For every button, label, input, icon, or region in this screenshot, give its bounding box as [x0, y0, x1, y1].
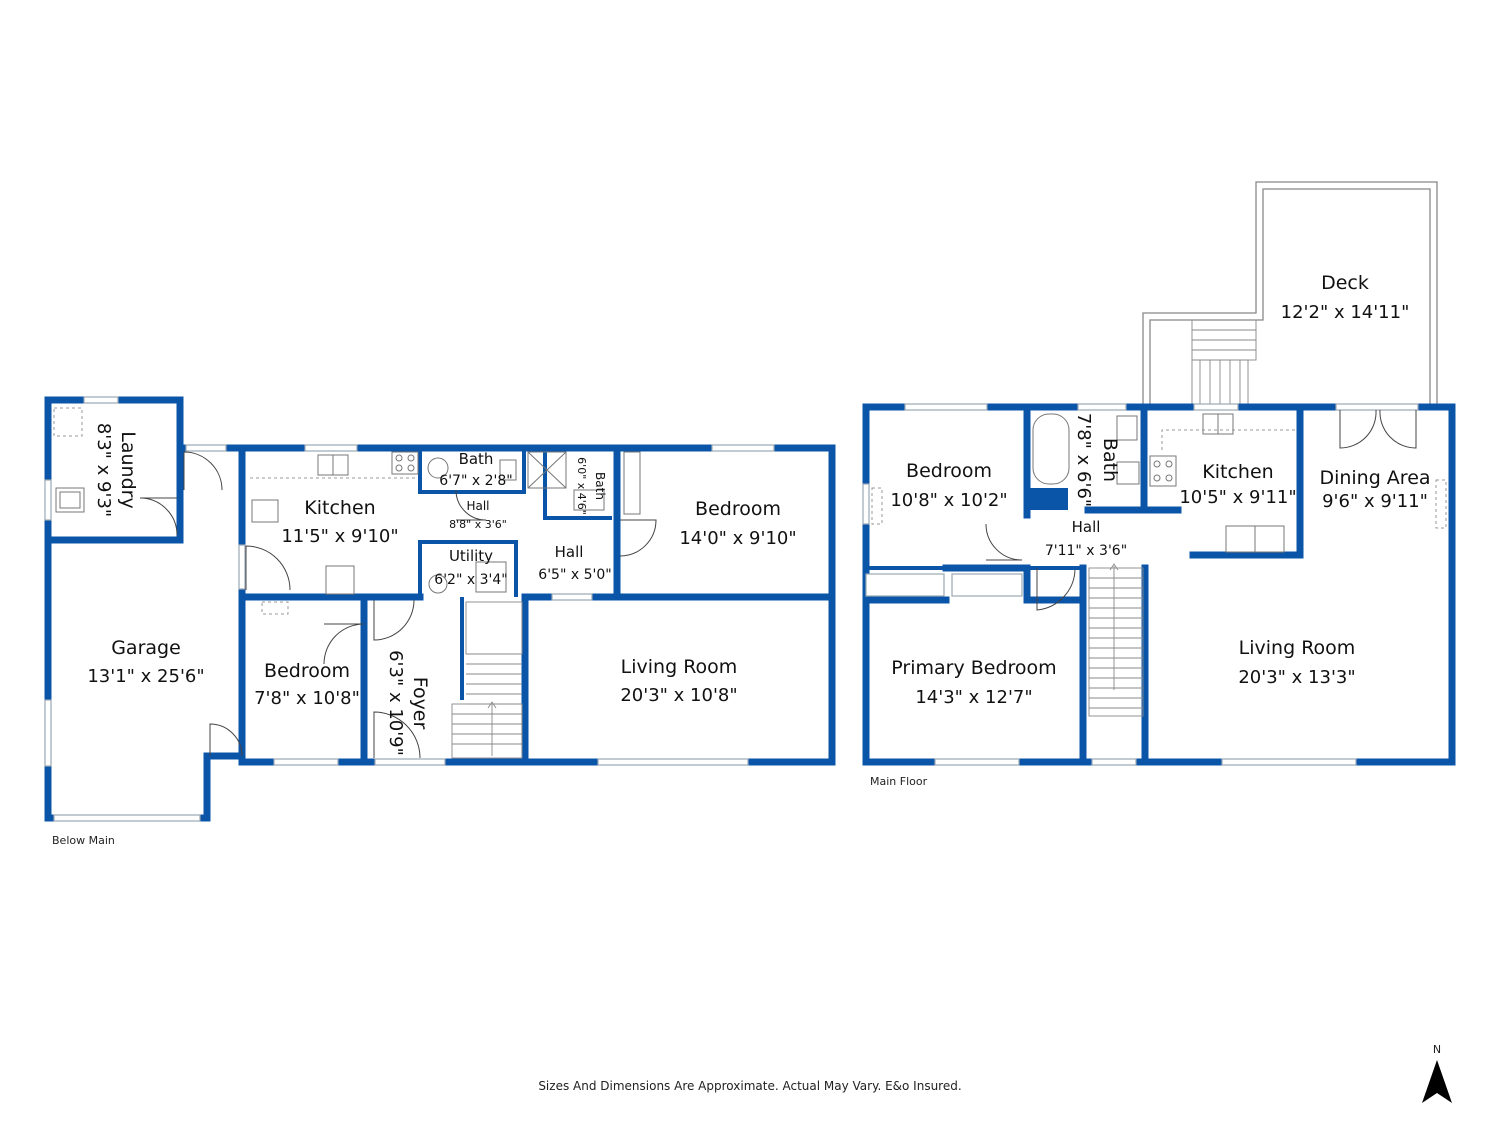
below-doors	[139, 451, 657, 759]
deck-name: Deck	[1321, 272, 1369, 294]
bedroom-main-name: Bedroom	[906, 460, 992, 482]
room-label-kitchen-below: Kitchen 11'5" x 9'10"	[281, 497, 398, 547]
room-label-dining: Dining Area 9'6" x 9'11"	[1319, 467, 1430, 512]
room-label-laundry: Laundry 8'3" x 9'3"	[93, 423, 139, 517]
laundry-name: Laundry	[117, 431, 139, 508]
main-windows	[862, 403, 1419, 766]
bath1-name: Bath	[459, 450, 494, 468]
living-below-dims: 20'3" x 10'8"	[620, 685, 737, 706]
garage-dims: 13'1" x 25'6"	[87, 666, 204, 687]
room-label-bedroom2-below: Bedroom 7'8" x 10'8"	[254, 660, 360, 709]
disclaimer-text: Sizes And Dimensions Are Approximate. Ac…	[538, 1079, 961, 1093]
room-label-bedroom1-below: Bedroom 14'0" x 9'10"	[679, 498, 796, 549]
foyer-name: Foyer	[409, 677, 431, 730]
below-main-walls	[238, 444, 836, 766]
kitchen-main-dims: 10'5" x 9'11"	[1179, 487, 1296, 508]
bedroom1-below-name: Bedroom	[695, 498, 781, 520]
garage-walls	[44, 396, 246, 822]
compass-label: N	[1433, 1043, 1441, 1056]
main-doors	[985, 409, 1417, 611]
bedroom-main-dims: 10'8" x 10'2"	[890, 490, 1007, 511]
dining-dims: 9'6" x 9'11"	[1322, 491, 1428, 512]
garage-name: Garage	[111, 637, 181, 659]
hall2-name: Hall	[555, 543, 584, 561]
room-label-hall1: Hall 8'8" x 3'6"	[449, 499, 507, 531]
kitchen-below-dims: 11'5" x 9'10"	[281, 526, 398, 547]
kitchen-main-name: Kitchen	[1202, 461, 1273, 483]
below-fixtures	[53, 407, 641, 615]
below-main-floor: Laundry 8'3" x 9'3" Garage 13'1" x 25'6"…	[44, 396, 836, 847]
main-floor: Deck 12'2" x 14'11" Bedroom 10'8" x 10'2…	[862, 181, 1456, 788]
room-label-bath1: Bath 6'7" x 2'8"	[439, 450, 512, 489]
room-label-garage: Garage 13'1" x 25'6"	[87, 637, 204, 687]
main-fixtures	[871, 413, 1447, 553]
below-main-label: Below Main	[52, 834, 115, 847]
kitchen-below-name: Kitchen	[304, 497, 375, 519]
room-label-kitchen-main: Kitchen 10'5" x 9'11"	[1179, 461, 1296, 508]
north-arrow-icon: N	[1422, 1043, 1452, 1103]
laundry-dims: 8'3" x 9'3"	[93, 423, 114, 517]
room-label-primary-bedroom: Primary Bedroom 14'3" x 12'7"	[891, 657, 1056, 708]
bath2-name: Bath	[593, 472, 607, 500]
room-label-bath-main: Bath 7'8" x 6'6"	[1073, 413, 1121, 507]
living-main-dims: 20'3" x 13'3"	[1238, 667, 1355, 688]
below-windows	[44, 396, 775, 822]
hall1-name: Hall	[466, 499, 489, 513]
primary-bedroom-name: Primary Bedroom	[891, 657, 1056, 679]
below-stairs	[451, 601, 523, 759]
room-label-hall2: Hall 6'5" x 5'0"	[538, 543, 611, 583]
main-floor-walls	[862, 403, 1456, 766]
living-main-name: Living Room	[1239, 637, 1356, 659]
deck-outline	[1142, 181, 1438, 406]
room-label-living-below: Living Room 20'3" x 10'8"	[620, 656, 737, 706]
room-label-living-main: Living Room 20'3" x 13'3"	[1238, 637, 1355, 688]
living-below-name: Living Room	[621, 656, 738, 678]
bedroom1-below-dims: 14'0" x 9'10"	[679, 528, 796, 549]
room-label-hall-main: Hall 7'11" x 3'6"	[1045, 518, 1127, 559]
room-label-foyer: Foyer 6'3" x 10'9"	[385, 650, 431, 756]
utility-name: Utility	[449, 547, 493, 565]
bedroom2-below-dims: 7'8" x 10'8"	[254, 688, 360, 709]
hall1-dims: 8'8" x 3'6"	[449, 518, 507, 531]
room-label-bedroom-main: Bedroom 10'8" x 10'2"	[890, 460, 1007, 511]
room-label-bath2: Bath 6'0" x 4'6"	[575, 457, 607, 515]
bath-main-dims: 7'8" x 6'6"	[1073, 413, 1094, 507]
room-label-utility: Utility 6'2" x 3'4"	[434, 547, 507, 588]
main-stairs	[1088, 563, 1144, 717]
dining-name: Dining Area	[1319, 467, 1430, 489]
foyer-dims: 6'3" x 10'9"	[385, 650, 406, 756]
deck-dims: 12'2" x 14'11"	[1281, 302, 1410, 323]
bath-main-name: Bath	[1099, 438, 1121, 482]
main-floor-label: Main Floor	[870, 775, 928, 788]
hall2-dims: 6'5" x 5'0"	[538, 567, 611, 583]
bedroom2-below-name: Bedroom	[264, 660, 350, 682]
room-label-deck: Deck 12'2" x 14'11"	[1281, 272, 1410, 323]
hall-main-dims: 7'11" x 3'6"	[1045, 543, 1127, 559]
utility-dims: 6'2" x 3'4"	[434, 572, 507, 588]
primary-bedroom-dims: 14'3" x 12'7"	[915, 687, 1032, 708]
bath2-dims: 6'0" x 4'6"	[575, 457, 588, 515]
bath1-dims: 6'7" x 2'8"	[439, 473, 512, 489]
hall-main-name: Hall	[1072, 518, 1101, 536]
